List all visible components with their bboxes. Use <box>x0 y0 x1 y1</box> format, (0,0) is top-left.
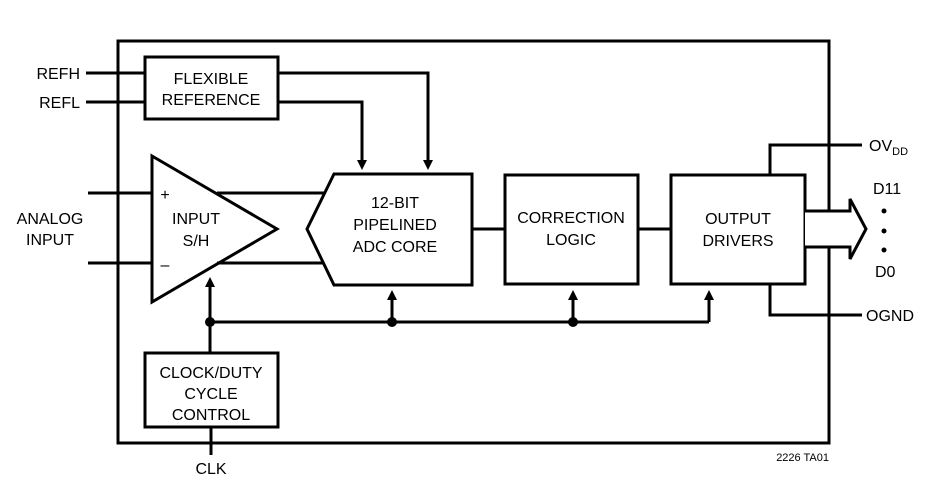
output-bus-arrow <box>805 198 868 260</box>
analog-input-label-line2: INPUT <box>26 232 74 249</box>
adc-core-block <box>305 172 474 287</box>
correction-logic-block <box>503 173 640 286</box>
bus-dot-1 <box>881 208 887 214</box>
ovdd-wire <box>768 143 862 175</box>
adc-core-line3: ADC CORE <box>353 239 437 256</box>
ovdd-label: OVDD <box>869 138 908 158</box>
correction-logic-line1: CORRECTION <box>517 210 625 227</box>
ognd-wire <box>768 284 862 317</box>
figure-id: 2226 TA01 <box>776 452 829 464</box>
output-drivers-line2: DRIVERS <box>702 233 773 250</box>
output-drivers-block <box>669 173 807 286</box>
amp-minus-sign: – <box>161 257 170 274</box>
ref-to-adc-wire-outer <box>278 71 433 170</box>
clock-duty-line2: CYCLE <box>184 386 237 403</box>
clock-junction-1 <box>205 317 215 327</box>
amp-plus-sign: + <box>160 187 169 204</box>
ognd-label: OGND <box>866 308 914 325</box>
clock-duty-line3: CONTROL <box>172 407 250 424</box>
refh-label: REFH <box>36 66 80 83</box>
ref-to-adc-wire-inner <box>278 100 367 170</box>
clock-junction-2 <box>387 317 397 327</box>
d11-label: D11 <box>873 181 901 198</box>
adc-core-line2: PIPELINED <box>353 217 437 234</box>
flexible-reference-line1: FLEXIBLE <box>174 71 249 88</box>
clock-junction-3 <box>568 317 578 327</box>
bus-dot-3 <box>881 247 887 253</box>
clock-duty-line1: CLOCK/DUTY <box>159 365 262 382</box>
ovdd-label-subscript: DD <box>892 146 908 158</box>
clk-label: CLK <box>195 461 226 478</box>
output-drivers-line1: OUTPUT <box>705 211 771 228</box>
input-sh-line1: INPUT <box>172 211 220 228</box>
flexible-reference-line2: REFERENCE <box>162 92 261 109</box>
bus-dot-2 <box>881 228 887 234</box>
d0-label: D0 <box>875 264 896 281</box>
input-sh-line2: S/H <box>183 233 210 250</box>
adc-core-line1: 12-BIT <box>371 195 419 212</box>
refl-label: REFL <box>39 95 80 112</box>
analog-input-label-line1: ANALOG <box>17 211 84 228</box>
ovdd-label-main: OV <box>869 138 892 155</box>
flexible-reference-block <box>143 55 280 121</box>
correction-logic-line2: LOGIC <box>546 232 596 249</box>
input-sh-amplifier <box>150 153 280 305</box>
